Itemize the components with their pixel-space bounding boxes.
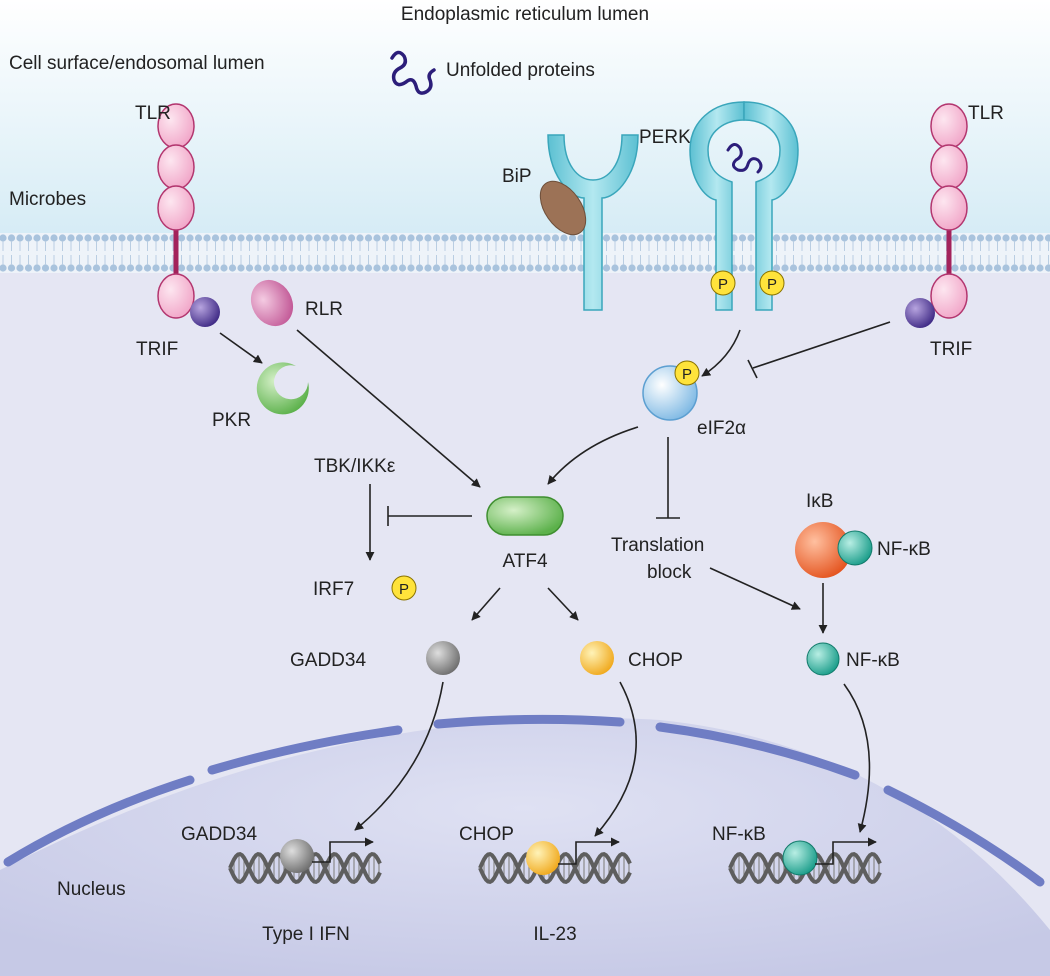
chop-transcription-arrow (558, 837, 620, 865)
irf7-label: IRF7 (313, 579, 354, 600)
arrow-nfkb-to-nucleus (843, 683, 871, 833)
perk-phospho-right (759, 270, 785, 296)
trif-right-label: TRIF (930, 339, 972, 360)
gadd34-nuclear-label: GADD34 (181, 824, 257, 845)
cell-surface-label: Cell surface/endosomal lumen (9, 53, 265, 74)
ikb-protein (795, 522, 851, 578)
translation-block-line2: block (647, 562, 692, 583)
nfkb-complex-label: NF-κB (877, 539, 931, 560)
nfkb-free-protein (806, 642, 840, 676)
chop-nuclear-label: CHOP (459, 824, 514, 845)
gadd34-transcription-arrow (312, 837, 374, 863)
gadd34-nuclear-protein (280, 839, 314, 873)
translation-block-line1: Translation (611, 535, 704, 556)
inhibition-lines (387, 321, 891, 526)
arrow-chop-to-nucleus (594, 681, 637, 837)
il23-gene-label: IL-23 (533, 924, 576, 945)
ikb-label: IκB (806, 491, 833, 512)
atf4-protein (486, 496, 564, 536)
pathway-arrows (219, 329, 871, 837)
bound-unfolded-protein-icon (726, 143, 763, 174)
trif-right-protein (905, 298, 935, 328)
tlr-right-label: TLR (968, 103, 1004, 124)
bip-protein (539, 180, 587, 236)
pkr-label: PKR (212, 410, 251, 431)
er-lumen-label: Endoplasmic reticulum lumen (401, 4, 649, 25)
nfkb-nuclear-label: NF-κB (712, 824, 766, 845)
phospho-label: P (399, 581, 409, 598)
eif2a-label: eIF2α (697, 418, 746, 439)
nfkb-nuclear-protein (782, 840, 818, 876)
trif-left-label: TRIF (136, 339, 178, 360)
arrow-trif-to-pkr (219, 332, 263, 364)
nfkb-complex-protein (837, 530, 873, 566)
arrow-translation-to-nfkb (709, 567, 801, 610)
phospho-label: P (767, 276, 777, 293)
nucleus-region (0, 717, 1050, 976)
nfkb-free-label: NF-κB (846, 650, 900, 671)
chop-label: CHOP (628, 650, 683, 671)
pkr-protein (256, 362, 309, 415)
tlr-right-receptor (930, 103, 968, 319)
nfkb-transcription-arrow (815, 837, 877, 865)
arrow-gadd34-to-nucleus (354, 681, 444, 831)
perk-active-dimer (689, 101, 799, 311)
phospho-label: P (682, 366, 692, 383)
arrow-rlr-to-atf4 (296, 329, 481, 488)
tbk-label: TBK/IKKε (314, 456, 396, 477)
perk-label: PERK (639, 127, 691, 148)
atf4-label: ATF4 (502, 551, 547, 572)
chop-protein (580, 641, 614, 675)
rlr-protein (250, 279, 294, 327)
rlr-label: RLR (305, 299, 343, 320)
perk-phospho-left (710, 270, 736, 296)
unfolded-protein-icon (390, 50, 436, 95)
gadd34-protein (426, 641, 460, 675)
arrow-perk-to-eif2a (701, 329, 741, 377)
bip-label: BiP (502, 166, 532, 187)
eif2a-phospho (674, 360, 700, 386)
gadd34-label: GADD34 (290, 650, 366, 671)
microbes-label: Microbes (9, 189, 86, 210)
tlr-left-receptor (157, 103, 195, 319)
nucleus-label: Nucleus (57, 879, 126, 900)
phospho-label: P (718, 276, 728, 293)
type1-ifn-gene-label: Type I IFN (262, 924, 350, 945)
unfolded-proteins-label: Unfolded proteins (446, 60, 595, 81)
inhibit-trif-eif2a (752, 321, 891, 369)
trif-left-protein (190, 297, 220, 327)
nuclear-envelope (3, 714, 1045, 887)
chop-nuclear-protein (526, 841, 560, 875)
membrane-bilayer (0, 233, 1050, 273)
arrow-atf4-to-gadd34 (471, 587, 501, 621)
arrow-atf4-to-chop (547, 587, 579, 621)
arrow-eif2a-to-atf4 (547, 426, 639, 485)
tlr-left-label: TLR (135, 103, 171, 124)
irf7-phospho (391, 575, 417, 601)
